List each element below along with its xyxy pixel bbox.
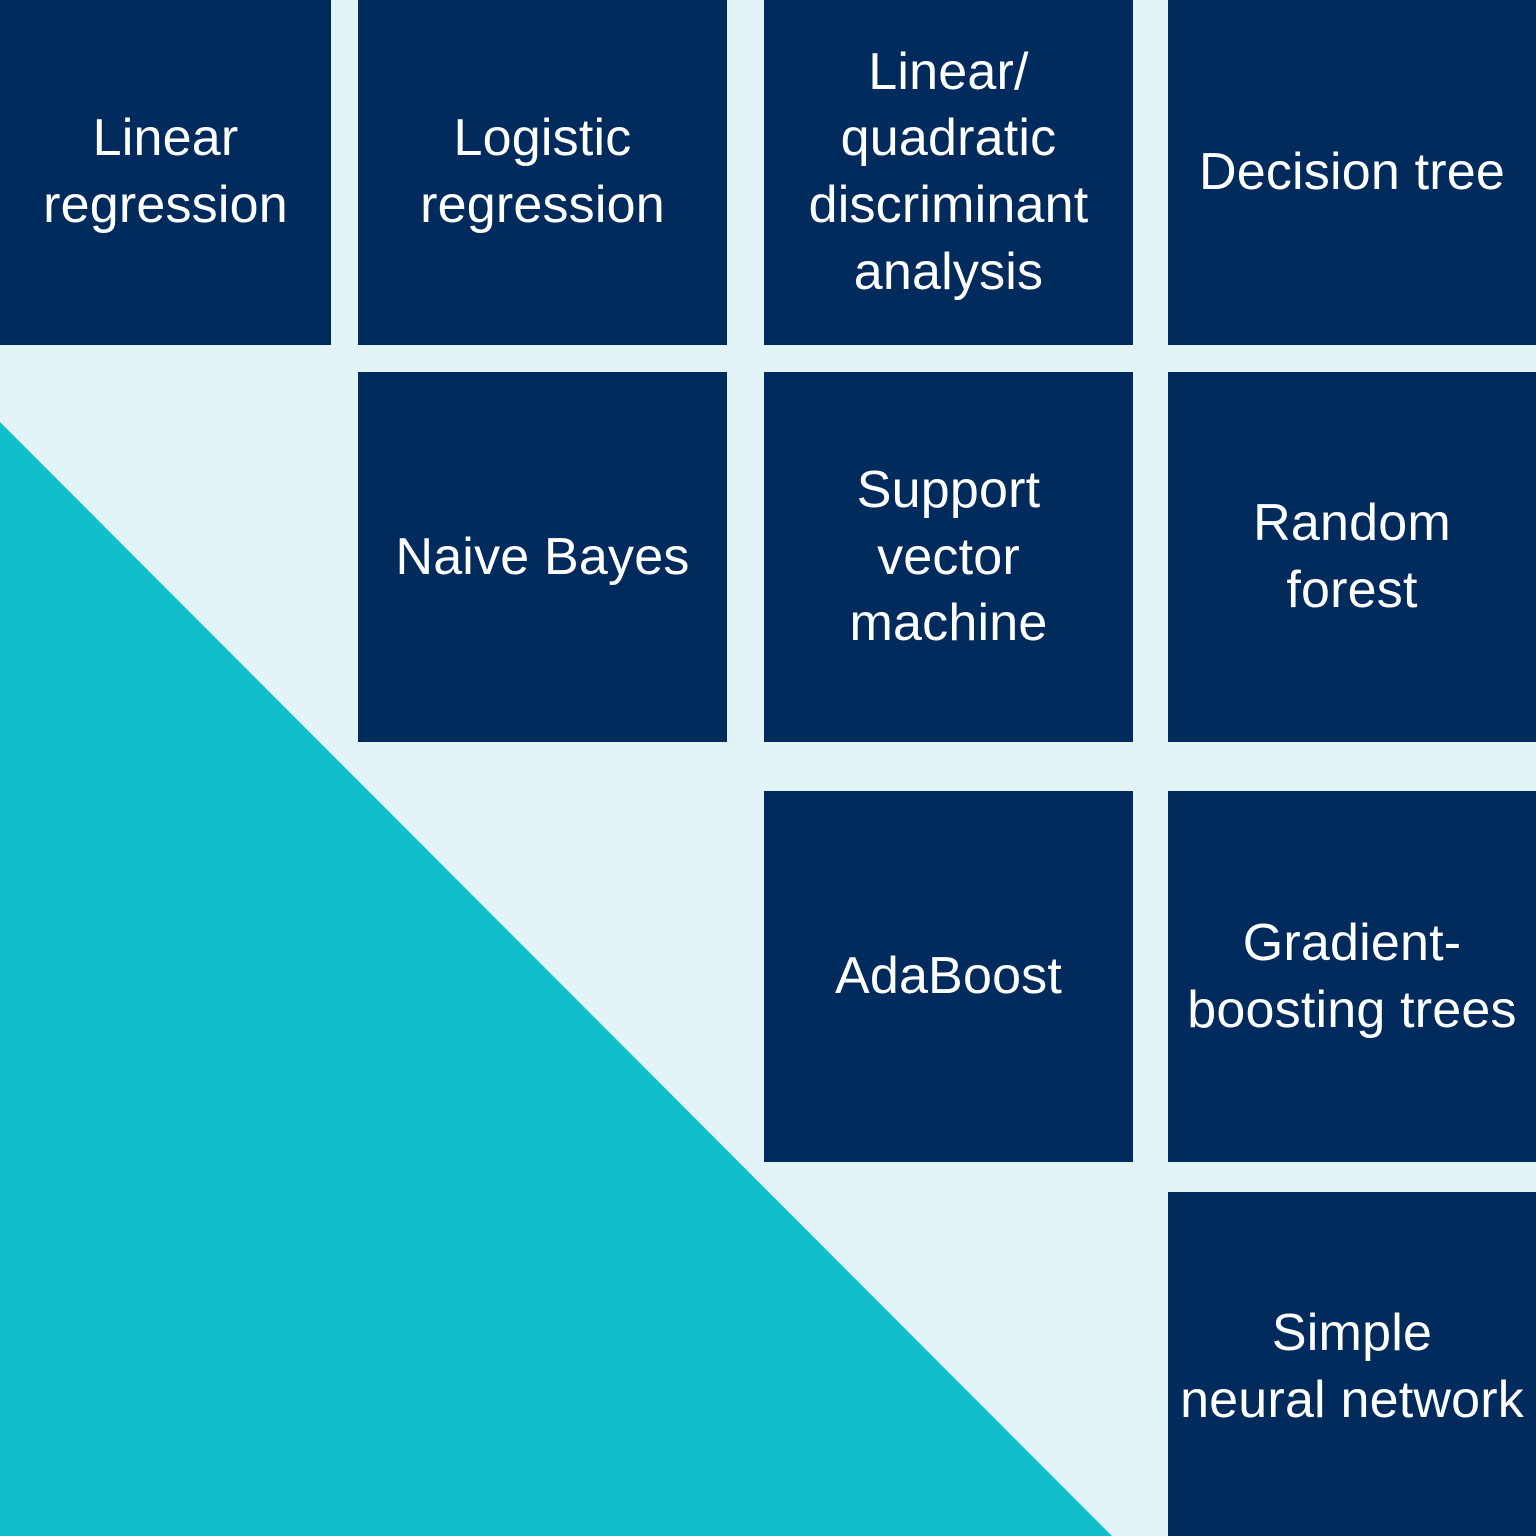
card-label: Naive Bayes (395, 527, 690, 586)
card-label: Linear/ quadratic discriminant analysis (808, 42, 1089, 301)
card-linear-regression[interactable]: Linear regression (0, 0, 331, 345)
card-label: Random forest (1253, 494, 1451, 619)
card-label: Logistic regression (420, 109, 665, 234)
card-random-forest[interactable]: Random forest (1168, 372, 1536, 742)
card-label: Support vector machine (849, 461, 1048, 653)
card-label: AdaBoost (834, 947, 1063, 1006)
card-linear-quadratic-discriminant-analysis[interactable]: Linear/ quadratic discriminant analysis (764, 0, 1133, 345)
card-decision-tree[interactable]: Decision tree (1168, 0, 1536, 345)
card-support-vector-machine[interactable]: Support vector machine (764, 372, 1133, 742)
card-naive-bayes[interactable]: Naive Bayes (358, 372, 727, 742)
card-label: Simple neural network (1180, 1304, 1524, 1429)
card-label: Decision tree (1198, 142, 1506, 201)
card-label: Gradient- boosting trees (1187, 913, 1517, 1039)
card-adaboost[interactable]: AdaBoost (764, 791, 1133, 1162)
card-label: Linear regression (43, 109, 288, 234)
card-gradient-boosting-trees[interactable]: Gradient- boosting trees (1168, 791, 1536, 1162)
card-simple-neural-network[interactable]: Simple neural network (1168, 1192, 1536, 1536)
card-logistic-regression[interactable]: Logistic regression (358, 0, 727, 345)
